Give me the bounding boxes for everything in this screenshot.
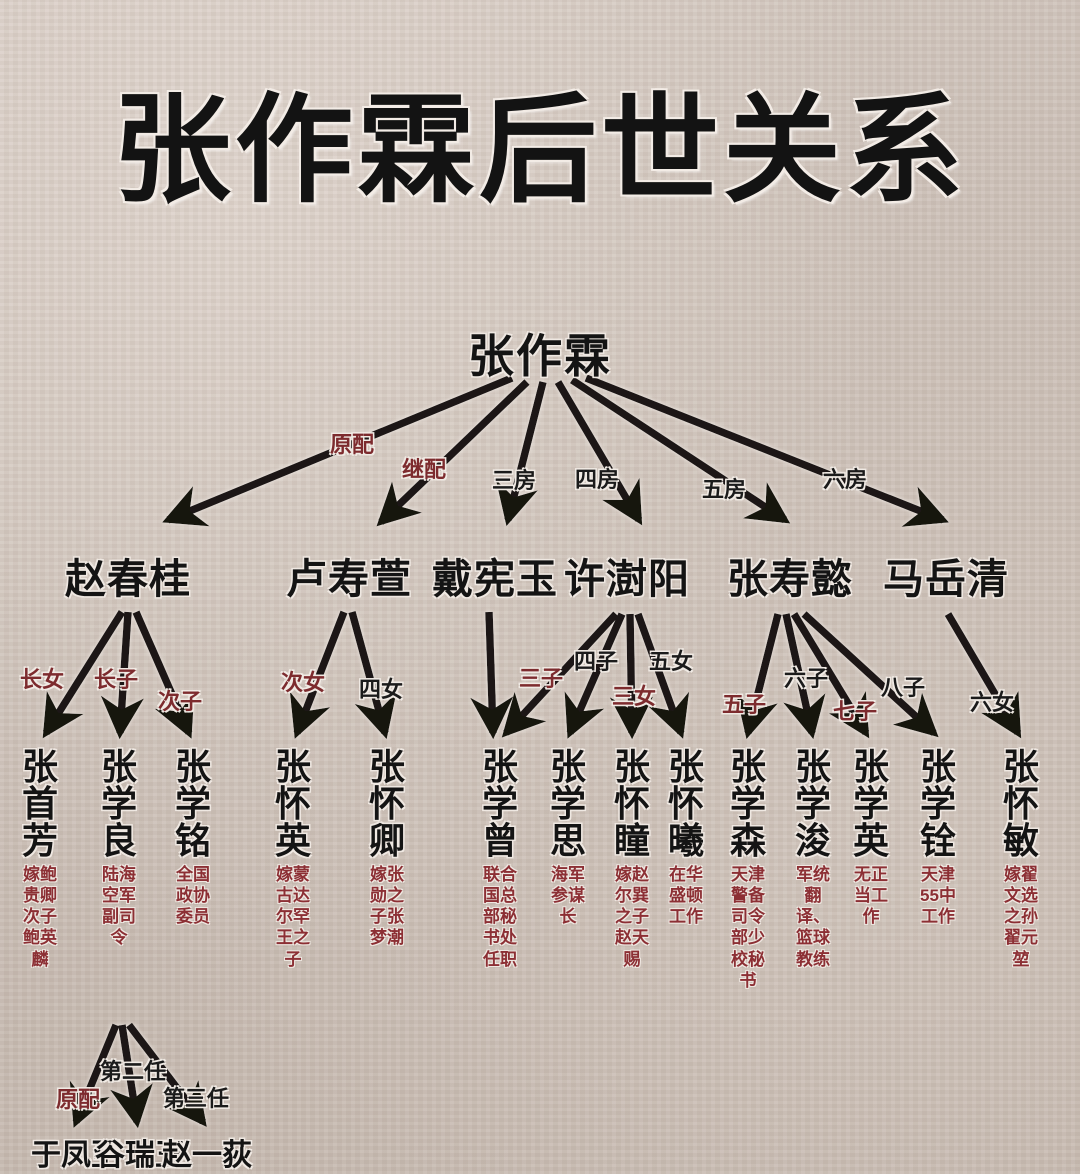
child-description: 嫁翟文选之孙翟元堃 — [1004, 865, 1038, 969]
child-name: 张学英 — [852, 746, 889, 862]
edge-label-liuzi: 六子 — [783, 666, 829, 691]
node-wife-zhao-chungui[interactable]: 赵春桂 — [65, 556, 191, 602]
edge-label-yuanpei: 原配 — [329, 432, 375, 457]
child-description: 嫁赵尔巽之子赵天赐 — [615, 865, 649, 969]
node-child-zhang-xueliang[interactable]: 张学良 陆海空军副司令 — [97, 748, 141, 949]
node-wife-lu-shouxuan[interactable]: 卢寿萱 — [286, 556, 412, 602]
edge-label-qizi: 七子 — [832, 699, 878, 724]
node-child-zhang-shoufang[interactable]: 张首芳 嫁鲍贵卿次子鲍英麟 — [18, 748, 62, 970]
child-description: 嫁鲍贵卿次子鲍英麟 — [23, 865, 57, 969]
node-wife-xu-shuyang[interactable]: 许澍阳 — [564, 556, 690, 602]
edge-label-sannv: 三女 — [611, 684, 657, 709]
edge-label-sanfang: 三房 — [491, 468, 537, 493]
node-child-zhang-xuesi[interactable]: 张学思 海军参谋长 — [546, 748, 590, 927]
node-child-zhang-xuesen[interactable]: 张学森 天津警备司令部少校秘书 — [726, 748, 770, 991]
child-name: 张怀英 — [274, 746, 311, 862]
node-spouse-zhao-yidi[interactable]: 赵一荻 — [162, 1139, 252, 1172]
node-wife-dai-xianyu[interactable]: 戴宪玉 — [432, 556, 558, 602]
child-description: 无正当工作 — [854, 865, 888, 927]
node-wife-zhang-shouyi[interactable]: 张寿懿 — [727, 556, 853, 602]
edge-label-sifang: 四房 — [574, 467, 620, 492]
child-name: 张学曾 — [481, 746, 518, 862]
edge-label-cinv: 次女 — [280, 670, 326, 695]
edge-label-xl-yuanpei: 原配 — [55, 1087, 101, 1112]
child-description: 全国政协委员 — [176, 865, 210, 927]
child-name: 张学思 — [549, 746, 586, 862]
node-child-zhang-huaitong[interactable]: 张怀瞳 嫁赵尔巽之子赵天赐 — [610, 748, 654, 970]
node-child-zhang-huaixi[interactable]: 张怀曦 在华盛顿工作 — [664, 748, 708, 927]
edge-label-sinv: 四女 — [358, 677, 404, 702]
node-child-zhang-huaiqing[interactable]: 张怀卿 嫁张勋之子张梦潮 — [365, 748, 409, 949]
node-child-zhang-xuejun[interactable]: 张学浚 军统翻译、篮球教练 — [791, 748, 835, 970]
node-spouse-gu-ruiyu[interactable]: 谷瑞玉 — [95, 1139, 185, 1172]
node-wife-ma-yueqing[interactable]: 马岳清 — [883, 556, 1009, 602]
child-description: 嫁张勋之子张梦潮 — [370, 865, 404, 948]
edge-label-wufang: 五房 — [701, 477, 747, 502]
edge-label-wuzi: 五子 — [721, 692, 767, 717]
node-child-zhang-xuequan[interactable]: 张学铨 天津55中工作 — [916, 748, 960, 927]
child-name: 张怀曦 — [667, 746, 704, 862]
child-name: 张学浚 — [794, 746, 831, 862]
node-child-zhang-xueying[interactable]: 张学英 无正当工作 — [849, 748, 893, 927]
edge-label-wunv: 五女 — [648, 649, 694, 674]
child-description: 陆海空军副司令 — [102, 865, 136, 948]
edge-label-sanzi: 三子 — [518, 666, 564, 691]
child-description: 军统翻译、篮球教练 — [796, 865, 830, 969]
edge-label-zhangnv: 长女 — [19, 667, 65, 692]
edge-label-xl-disanren: 第三任 — [162, 1086, 230, 1111]
edge-label-liunv: 六女 — [969, 690, 1015, 715]
child-name: 张怀敏 — [1002, 746, 1039, 862]
child-name: 张怀瞳 — [613, 746, 650, 862]
edge-label-liufang: 六房 — [822, 467, 868, 492]
edge-label-zhangzi: 长子 — [93, 667, 139, 692]
child-name: 张学铭 — [174, 746, 211, 862]
edge-label-sizi: 四子 — [573, 649, 619, 674]
node-root-zhang-zuolin[interactable]: 张作霖 — [468, 330, 612, 382]
node-child-zhang-huaimin[interactable]: 张怀敏 嫁翟文选之孙翟元堃 — [999, 748, 1043, 970]
edge-label-cizi: 次子 — [157, 689, 203, 714]
child-name: 张学森 — [729, 746, 766, 862]
node-child-zhang-xuezeng[interactable]: 张学曾 联合国总部秘书处任职 — [478, 748, 522, 970]
child-name: 张首芳 — [21, 746, 58, 862]
child-name: 张学良 — [100, 746, 137, 862]
child-name: 张学铨 — [919, 746, 956, 862]
node-child-zhang-xueming[interactable]: 张学铭 全国政协委员 — [171, 748, 215, 927]
child-description: 嫁蒙古达尔罕王之子 — [276, 865, 310, 969]
edge-label-jipei: 继配 — [401, 457, 447, 482]
edge-label-bazi: 八子 — [880, 675, 926, 700]
child-description: 海军参谋长 — [551, 865, 585, 927]
page-title: 张作霖后世关系 — [112, 85, 967, 217]
child-description: 天津警备司令部少校秘书 — [731, 865, 765, 990]
child-description: 在华盛顿工作 — [669, 865, 703, 927]
child-name: 张怀卿 — [368, 746, 405, 862]
node-child-zhang-huaiying[interactable]: 张怀英 嫁蒙古达尔罕王之子 — [271, 748, 315, 970]
edge-label-xl-dierren: 第二任 — [99, 1059, 167, 1084]
node-spouse-yu-fengzhi[interactable]: 于凤至 — [31, 1139, 121, 1172]
child-description: 联合国总部秘书处任职 — [483, 865, 517, 969]
child-description: 天津55中工作 — [920, 865, 956, 927]
